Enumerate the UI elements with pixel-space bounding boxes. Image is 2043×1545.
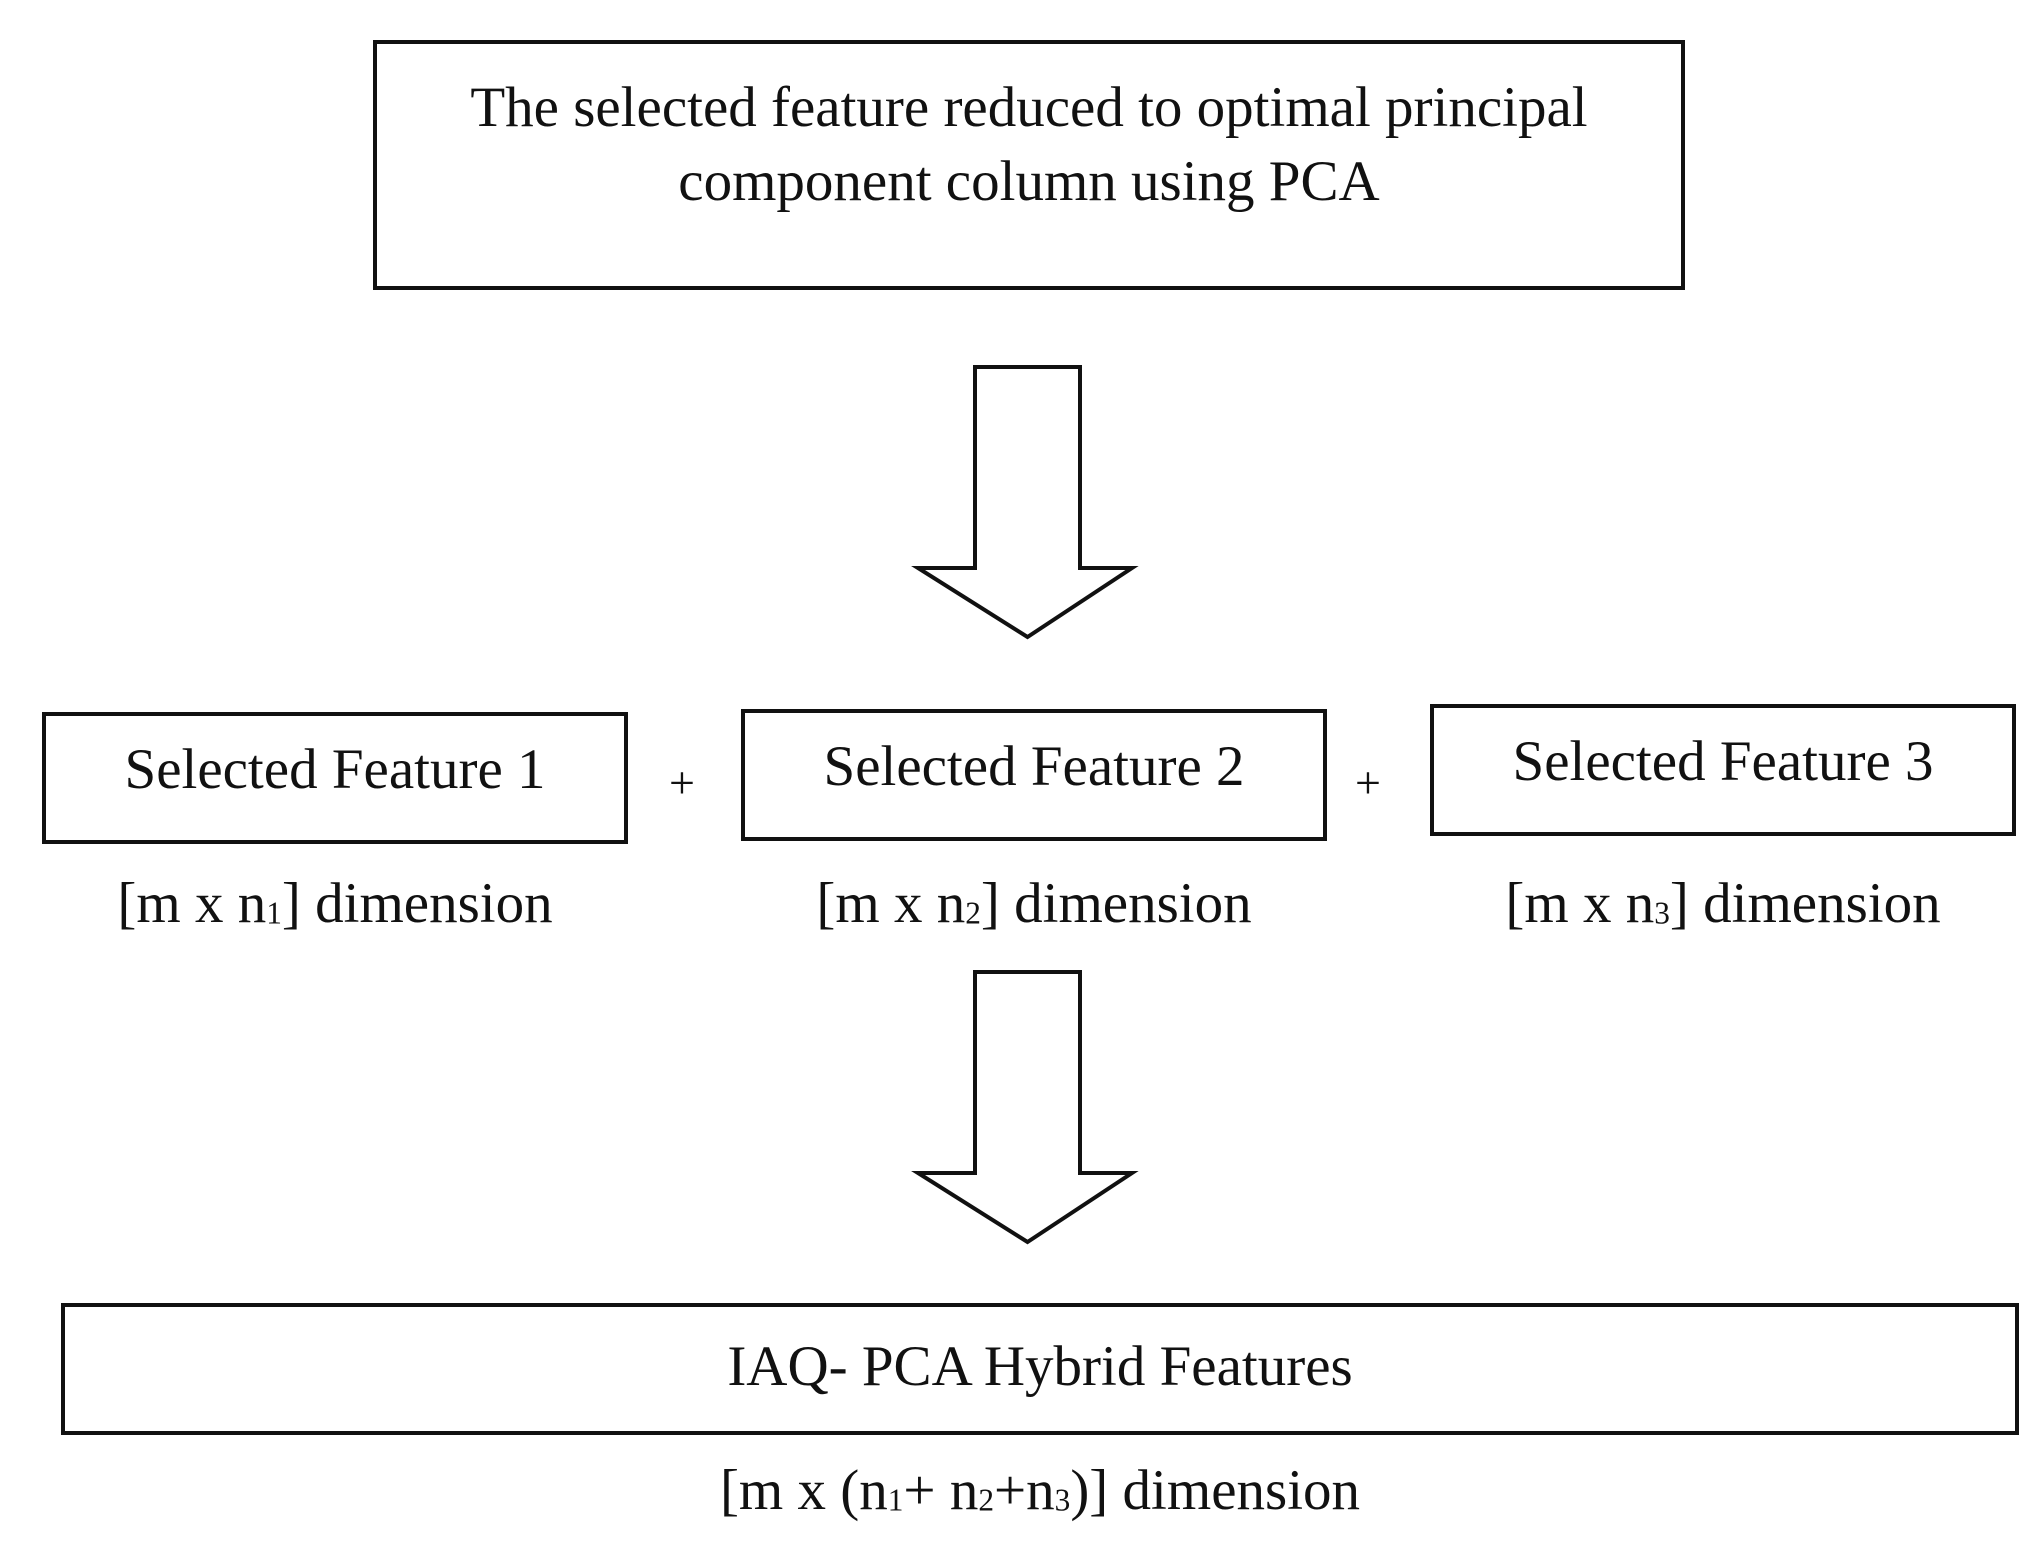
hybrid-features-box: IAQ- PCA Hybrid Features <box>61 1303 2019 1435</box>
selected-feature-3-label: Selected Feature 3 <box>1512 729 1934 793</box>
feature-2-dimension: [m x n2] dimension <box>816 872 1252 935</box>
selected-feature-2-box: Selected Feature 2 <box>741 709 1327 841</box>
hybrid-features-dimension: [m x (n1+ n2+n3)] dimension <box>719 1459 1361 1522</box>
pca-step-box: The selected feature reduced to optimal … <box>373 40 1685 290</box>
pca-step-line-2: component column using PCA <box>678 150 1380 213</box>
selected-feature-3-box: Selected Feature 3 <box>1430 704 2016 836</box>
down-arrow-icon <box>911 365 1139 640</box>
plus-sign: + <box>669 757 695 808</box>
feature-3-dimension: [m x n3] dimension <box>1505 872 1941 935</box>
selected-feature-1-box: Selected Feature 1 <box>42 712 628 844</box>
selected-feature-1-label: Selected Feature 1 <box>124 737 546 801</box>
pca-step-line-1: The selected feature reduced to optimal … <box>470 75 1588 139</box>
hybrid-features-label: IAQ- PCA Hybrid Features <box>727 1334 1353 1398</box>
feature-1-dimension: [m x n1] dimension <box>117 872 553 935</box>
down-arrow-icon <box>911 970 1139 1245</box>
plus-sign: + <box>1355 757 1381 808</box>
selected-feature-2-label: Selected Feature 2 <box>823 734 1245 798</box>
